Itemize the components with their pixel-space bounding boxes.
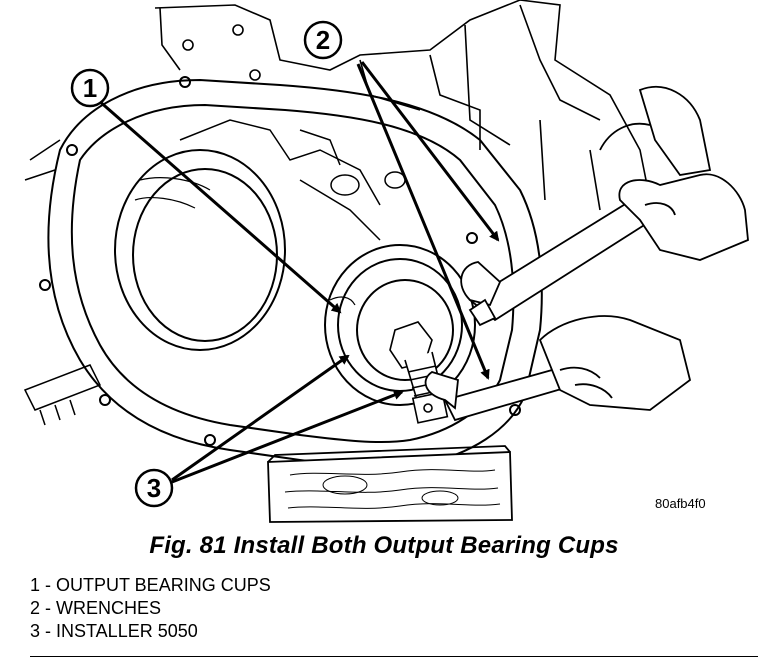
wood-block: [267, 445, 513, 523]
image-code: 80afb4f0: [655, 496, 706, 511]
svg-text:2: 2: [316, 25, 330, 55]
arrow-3-to-installer: [171, 390, 404, 484]
installer-tool: [389, 321, 449, 424]
lower-ribs: [23, 139, 102, 426]
svg-text:1: 1: [83, 73, 97, 103]
legend: 1 - OUTPUT BEARING CUPS 2 - WRENCHES 3 -…: [30, 574, 271, 643]
arrow-3-to-cup: [171, 354, 350, 482]
callout-3: 3: [134, 468, 174, 508]
housing-casting: [154, 0, 651, 211]
hand-lower: [538, 315, 692, 411]
hand-upper: [599, 85, 749, 261]
leader-arrows: [97, 61, 500, 484]
legend-item: 1 - OUTPUT BEARING CUPS: [30, 575, 271, 595]
callout-2: 2: [303, 20, 343, 60]
arrow-2-to-upper-wrench: [360, 61, 500, 242]
figure-caption: Fig. 81 Install Both Output Bearing Cups: [149, 532, 619, 559]
front-output-bore: [114, 149, 286, 351]
legend-item: 3 - INSTALLER 5050: [30, 621, 198, 641]
arrow-2-to-lower-wrench: [356, 63, 490, 380]
arrow-1-to-cup: [97, 98, 342, 314]
transfer-case-illustration: 1 2 3: [23, 0, 749, 523]
callout-1: 1: [70, 68, 110, 108]
bottom-rule: [30, 656, 758, 657]
svg-text:3: 3: [147, 473, 161, 503]
wrench-lower: [424, 363, 577, 422]
legend-item: 2 - WRENCHES: [30, 598, 162, 618]
wrench-upper: [460, 193, 662, 327]
internal-webbing: [179, 119, 406, 241]
